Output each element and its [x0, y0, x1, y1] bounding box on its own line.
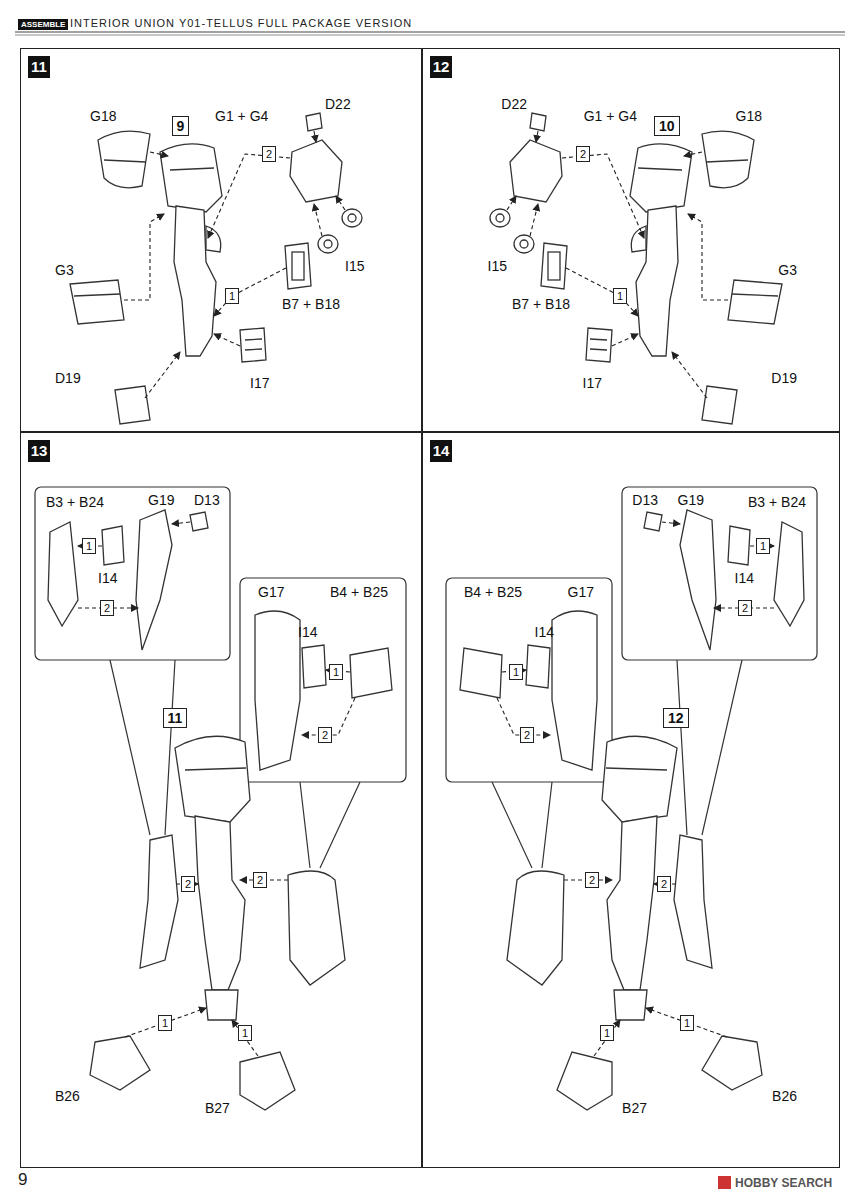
reference-step-box: 9	[172, 116, 190, 136]
part-label: G18	[90, 108, 116, 124]
step-panel: 1412	[422, 432, 840, 1168]
step-order-number: 1	[613, 288, 627, 304]
part-label: G1 + G4	[584, 108, 637, 124]
part-label: I14	[298, 624, 317, 640]
step-order-number: 2	[253, 872, 267, 888]
part-label: I17	[583, 375, 602, 391]
part-label: G18	[736, 108, 762, 124]
part-label: G19	[148, 492, 174, 508]
step-order-number: 2	[262, 146, 276, 162]
step-number: 12	[430, 56, 452, 78]
part-label: B26	[772, 1088, 797, 1104]
step-order-number: 2	[181, 876, 195, 892]
step-order-number: 2	[100, 600, 114, 616]
part-label: D22	[325, 96, 351, 112]
reference-number: 12	[668, 710, 684, 726]
part-label: G19	[678, 492, 704, 508]
part-label: I14	[535, 624, 554, 640]
part-label: B7 + B18	[282, 296, 340, 312]
step-order-number: 2	[585, 872, 599, 888]
part-label: G3	[778, 262, 797, 278]
part-label: I17	[250, 375, 269, 391]
step-order-number: 1	[329, 664, 343, 680]
part-label: B3 + B24	[748, 494, 806, 510]
part-label: B4 + B25	[464, 584, 522, 600]
part-label: B7 + B18	[512, 296, 570, 312]
part-label: G17	[258, 584, 284, 600]
part-label: D22	[501, 96, 527, 112]
step-order-number: 2	[576, 146, 590, 162]
part-label: G1 + G4	[215, 108, 268, 124]
step-order-number: 1	[158, 1015, 172, 1031]
part-label: D13	[632, 492, 658, 508]
step-order-number: 1	[82, 538, 96, 554]
watermark: HOBBY SEARCH	[735, 1176, 832, 1190]
part-label: B3 + B24	[46, 494, 104, 510]
part-label: D19	[771, 370, 797, 386]
step-order-number: 1	[756, 538, 770, 554]
reference-step-box: 12	[663, 708, 689, 728]
reference-number: 10	[659, 118, 675, 134]
section-tag: ASSEMBLE	[18, 19, 68, 30]
step-number: 11	[28, 56, 50, 78]
step-order-number: 1	[680, 1015, 694, 1031]
step-number: 13	[28, 440, 50, 462]
part-label: B27	[205, 1100, 230, 1116]
step-order-number: 2	[657, 876, 671, 892]
step-order-number: 1	[509, 664, 523, 680]
reference-number: 9	[177, 118, 185, 134]
step-number: 14	[430, 440, 452, 462]
reference-step-box: 11	[163, 708, 188, 728]
page-title: INTERIOR UNION Y01-TELLUS FULL PACKAGE V…	[70, 17, 412, 30]
page-number: 9	[18, 1170, 27, 1190]
reference-step-box: 10	[654, 116, 680, 136]
reference-number: 11	[168, 710, 183, 726]
part-label: B27	[622, 1100, 647, 1116]
step-order-number: 1	[238, 1025, 252, 1041]
part-label: B26	[55, 1088, 80, 1104]
part-label: I14	[735, 570, 754, 586]
step-order-number: 2	[520, 727, 534, 743]
part-label: D19	[55, 370, 81, 386]
part-label: I14	[98, 570, 117, 586]
step-order-number: 2	[318, 727, 332, 743]
step-order-number: 2	[738, 600, 752, 616]
step-panel: 1311	[20, 432, 422, 1168]
step-order-number: 1	[225, 288, 239, 304]
part-label: I15	[345, 258, 364, 274]
part-label: G3	[55, 262, 74, 278]
step-order-number: 1	[600, 1025, 614, 1041]
part-label: I15	[488, 258, 507, 274]
part-label: G17	[568, 584, 594, 600]
part-label: D13	[194, 492, 220, 508]
part-label: B4 + B25	[330, 584, 388, 600]
